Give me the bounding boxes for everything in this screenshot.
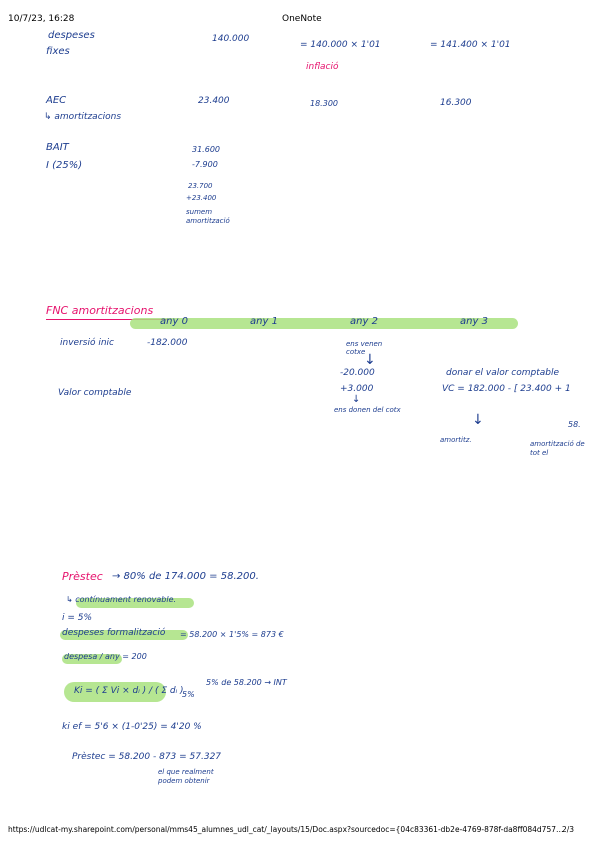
- print-url: https://udlcat-my.sharepoint.com/persona…: [8, 825, 564, 834]
- note-31600: 31.600: [192, 145, 220, 154]
- note-amortitz: amortitz.: [440, 436, 472, 444]
- note-amortitzacio-tot: amortització de tot el: [530, 440, 585, 457]
- note-23400b: +23.400: [186, 194, 217, 202]
- note-16300: 16.300: [440, 98, 472, 108]
- note-ki-formula: Ki = ( Σ Vi × dᵢ ) / ( Σ dᵢ ): [74, 686, 184, 696]
- note-prestec-rest: → 80% de 174.000 = 58.200.: [112, 571, 259, 582]
- note-inflacio: inflació: [306, 62, 339, 72]
- note-any3: any 3: [460, 316, 488, 327]
- note-aec: AEC: [46, 95, 67, 106]
- title-underline: [46, 319, 168, 320]
- note-7900: -7.900: [192, 160, 218, 169]
- note-inversio-inic: inversió inic: [60, 338, 114, 348]
- note-impost: I (25%): [46, 160, 83, 171]
- note-desp-form-calc: = 58.200 × 1'5% = 873 €: [180, 630, 284, 639]
- note-20000: -20.000: [340, 368, 375, 378]
- down-arrow-icon: ↓: [364, 352, 376, 368]
- highlight-continuament: [76, 598, 194, 608]
- note-despesa-any: despesa / any = 200: [64, 652, 147, 661]
- note-despeses: despeses: [48, 30, 95, 41]
- note-23400: 23.400: [198, 96, 230, 106]
- note-23700: 23.700: [188, 182, 213, 190]
- note-valor-comptable: Valor comptable: [58, 388, 132, 398]
- years-highlight: [130, 318, 518, 329]
- note-bait: BAIT: [46, 142, 69, 153]
- note-any2: any 2: [350, 316, 378, 327]
- note-vc-calc: VC = 182.000 - [ 23.400 + 1: [442, 384, 571, 394]
- note-182000: -182.000: [147, 338, 188, 348]
- note-5pct-int: 5% de 58.200 → INT: [206, 678, 287, 687]
- note-amortitzacions: ↳ amortitzacions: [44, 112, 122, 122]
- note-inflation-calc: = 140.000 × 1'01: [300, 40, 381, 50]
- note-3000: +3.000: [340, 384, 374, 394]
- note-i5: i = 5%: [62, 613, 93, 623]
- note-prestec-label: Prèstec: [62, 570, 103, 583]
- print-timestamp: 10/7/23, 16:28: [8, 14, 75, 24]
- note-sumem-amort: sumem amortització: [186, 208, 230, 225]
- note-58: 58.: [568, 420, 581, 429]
- print-title: OneNote: [282, 14, 322, 24]
- note-fnc-title: FNC amortitzacions: [46, 304, 154, 317]
- note-140000: 140.000: [212, 34, 250, 44]
- note-ki-ef: ki ef = 5'6 × (1-0'25) = 4'20 %: [62, 722, 202, 732]
- note-18300: 18.300: [310, 99, 338, 108]
- note-prestec-final: Prèstec = 58.200 - 873 = 57.327: [72, 752, 222, 762]
- note-continuament: ↳ contínuament renovable.: [66, 595, 177, 604]
- down-arrow-icon-2: ↓: [352, 394, 361, 405]
- note-5pct: 5%: [182, 690, 195, 699]
- note-141400: = 141.400 × 1'01: [430, 40, 511, 50]
- note-any1: any 1: [250, 316, 278, 327]
- note-ens-donen: ens donen del cotx: [334, 406, 401, 414]
- note-fixes: fixes: [46, 46, 70, 57]
- highlight-despesa-any: [62, 654, 122, 664]
- print-page-number: 2/3: [562, 825, 575, 834]
- note-ens-venen: ens venen cotxe: [346, 340, 383, 356]
- note-despeses-form: despeses formalització: [62, 628, 166, 638]
- highlight-ki-formula: [64, 682, 166, 702]
- highlight-despeses-form: [60, 630, 188, 640]
- note-any0: any 0: [160, 316, 188, 327]
- down-arrow-icon-3: ↓: [472, 412, 484, 428]
- note-donar-valor: donar el valor comptable: [446, 368, 560, 378]
- note-el-que-realment: el que realment podem obtenir: [158, 768, 214, 785]
